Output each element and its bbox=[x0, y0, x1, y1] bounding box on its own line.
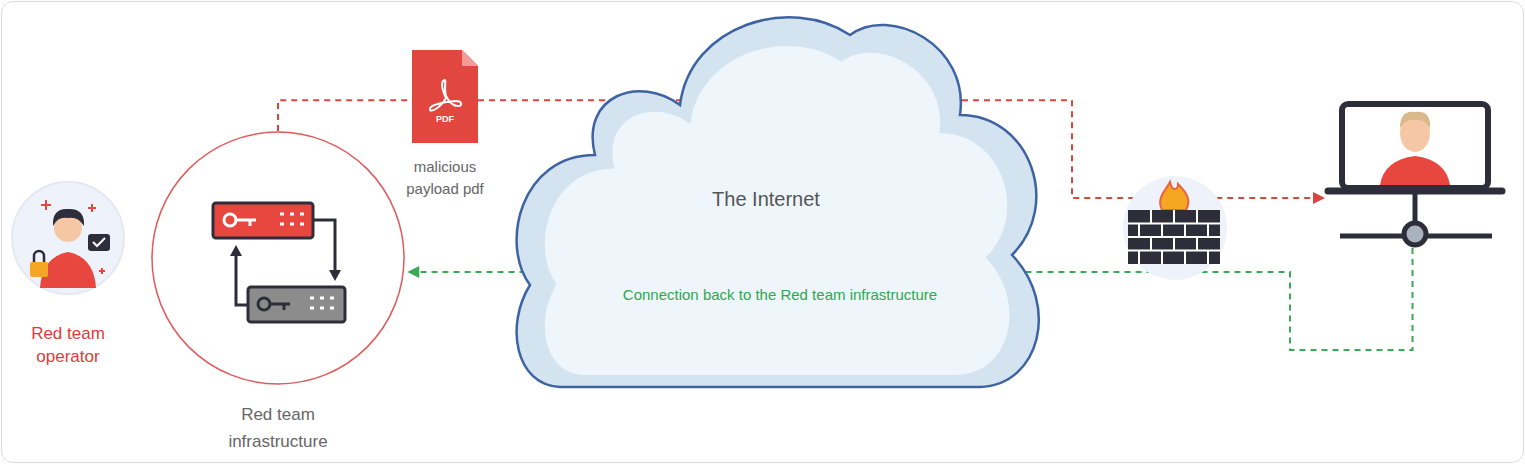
server-red bbox=[213, 203, 313, 238]
pdf-icon bbox=[412, 50, 478, 143]
dashed-connector bbox=[278, 100, 412, 131]
infrastructure-circle: Red team infrastructure bbox=[151, 131, 405, 385]
server-grey bbox=[248, 287, 345, 322]
target-laptop bbox=[1325, 100, 1500, 248]
laptop-icon bbox=[1328, 104, 1502, 245]
user-body bbox=[1380, 156, 1450, 185]
lock-shackle bbox=[34, 251, 44, 262]
laptop-screen bbox=[1342, 104, 1488, 188]
node-text: malicious payload pdf bbox=[404, 156, 486, 200]
operator-icon bbox=[12, 182, 124, 294]
node-text: PDF bbox=[412, 114, 478, 125]
brick-mortar bbox=[1128, 210, 1220, 264]
laptop-base bbox=[1328, 188, 1502, 195]
flame bbox=[1160, 182, 1188, 210]
network-stem bbox=[1413, 194, 1418, 222]
flow-arrow bbox=[236, 254, 248, 305]
server-key bbox=[270, 304, 290, 310]
server-icons bbox=[213, 203, 345, 322]
operator-node: Red team operator bbox=[8, 180, 128, 370]
server-key bbox=[224, 214, 236, 226]
user-hair bbox=[1400, 112, 1430, 128]
server-key bbox=[258, 298, 270, 310]
server-key bbox=[236, 220, 256, 226]
flow-arrowhead bbox=[230, 245, 242, 256]
acrobat-mark bbox=[430, 80, 461, 111]
brick-wall bbox=[1128, 210, 1220, 264]
sparkles bbox=[41, 200, 105, 274]
cloud-inner bbox=[545, 46, 1010, 375]
server-leds bbox=[310, 298, 334, 308]
arrowhead bbox=[407, 266, 419, 278]
server-leds bbox=[280, 214, 304, 224]
connector-line bbox=[278, 100, 412, 131]
circle-border bbox=[152, 132, 404, 384]
circle-outline bbox=[151, 131, 405, 385]
pdf-fold bbox=[462, 50, 478, 66]
operator-hair bbox=[53, 209, 84, 226]
flow-arrowhead bbox=[329, 270, 341, 281]
lock-body bbox=[30, 262, 48, 277]
internet-cloud: The Internet bbox=[500, 5, 1062, 390]
node-text: Red team infrastructure bbox=[208, 401, 348, 455]
arrowhead bbox=[1313, 192, 1325, 204]
operator-body bbox=[40, 252, 96, 288]
connector-label: Connection back to the Red team infrastr… bbox=[560, 285, 1000, 305]
firewall-icon bbox=[1123, 176, 1227, 280]
check-mark bbox=[93, 238, 105, 246]
speech-bubble bbox=[88, 234, 110, 251]
node-text: Red team operator bbox=[23, 322, 113, 368]
flow-arrow bbox=[313, 220, 335, 272]
icon-ground bbox=[1123, 176, 1227, 280]
network-line bbox=[1340, 234, 1492, 239]
node-text: The Internet bbox=[500, 187, 1032, 211]
pdf-node: PDFmalicious payload pdf bbox=[412, 50, 478, 143]
icon-ground bbox=[12, 182, 124, 294]
network-node bbox=[1404, 223, 1426, 245]
pdf-sheet bbox=[412, 50, 478, 143]
